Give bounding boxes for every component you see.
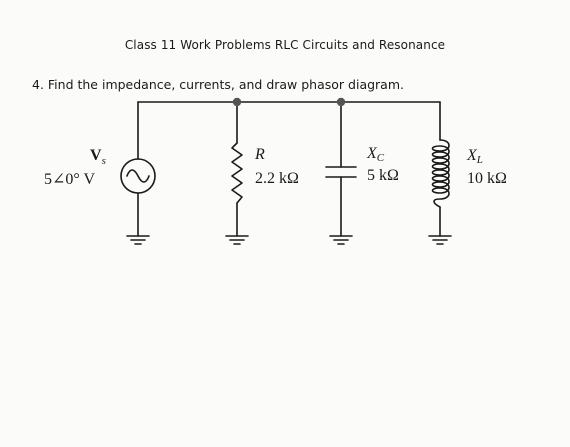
source-ground: [126, 235, 150, 245]
capacitor-plates: [325, 166, 357, 178]
source-value: 5∠0° V: [44, 171, 96, 188]
capacitor-label: XC: [367, 145, 385, 164]
junction-dot: [336, 97, 346, 107]
resistor-label: R: [255, 146, 265, 163]
sine-wave-icon: [126, 169, 150, 183]
resistor-value: 2.2 kΩ: [255, 170, 299, 187]
resistor-zigzag: [231, 142, 243, 204]
inductor-coil: [431, 139, 450, 208]
source-label: Vs: [90, 147, 106, 167]
ac-source-symbol: [120, 158, 156, 194]
resistor-ground: [225, 235, 249, 245]
inductor-ground: [428, 235, 452, 245]
capacitor-value: 5 kΩ: [367, 167, 399, 184]
capacitor-ground: [329, 235, 353, 245]
page-heading: Class 11 Work Problems RLC Circuits and …: [124, 38, 446, 52]
problem-statement: 4. Find the impedance, currents, and dra…: [32, 77, 404, 92]
inductor-value: 10 kΩ: [467, 170, 507, 187]
inductor-label: XL: [467, 147, 483, 166]
junction-dot: [232, 97, 242, 107]
